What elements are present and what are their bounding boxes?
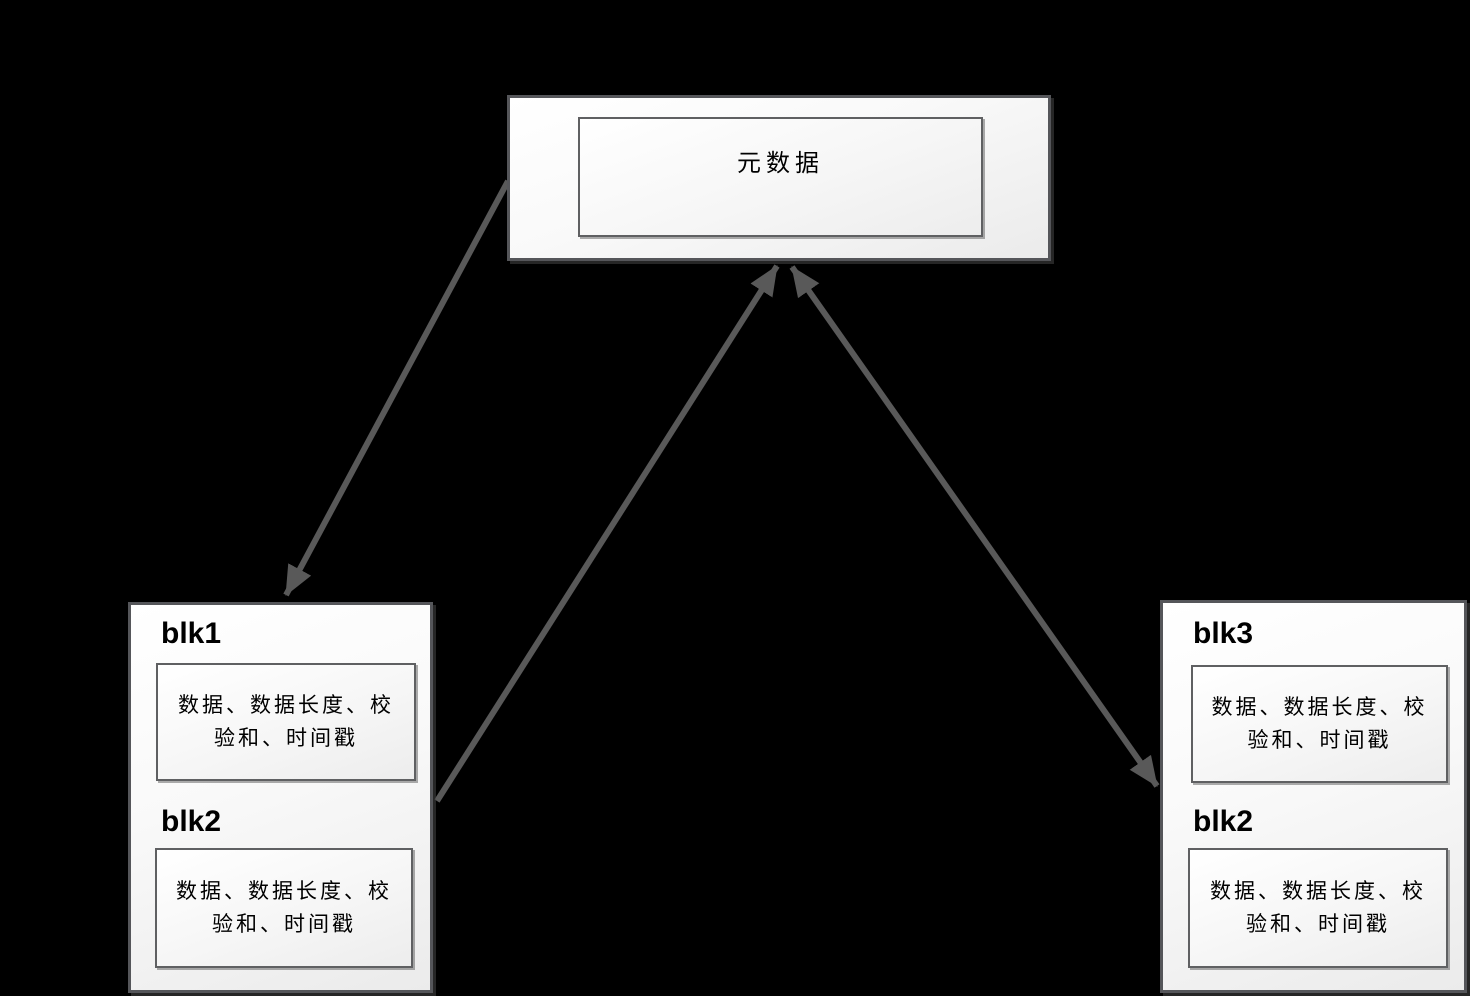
block-content-line: 数据、数据长度、校	[1210, 879, 1426, 903]
block-label-blk2: blk2	[1193, 805, 1254, 838]
arrow-datanode-left-to-metadata	[434, 264, 780, 803]
block-content-line: 验和、时间戳	[1247, 728, 1392, 752]
block-content-blk2: 数据、数据长度、校 验和、时间戳	[155, 848, 413, 968]
datanode-right-box: blk3 数据、数据长度、校 验和、时间戳 blk2 数据、数据长度、校 验和、…	[1160, 600, 1467, 993]
block-content-blk1: 数据、数据长度、校 验和、时间戳	[156, 663, 416, 781]
metadata-inner-box: 元数据	[578, 117, 983, 237]
arrow-metadata-datanode-right-bidirectional	[789, 265, 1160, 788]
block-content-line: 数据、数据长度、校	[1211, 695, 1428, 719]
block-label-blk3: blk3	[1193, 617, 1254, 650]
block-label-blk2: blk2	[161, 805, 222, 838]
block-content-line: 数据、数据长度、校	[178, 693, 394, 717]
block-content-blk3: 数据、数据长度、校 验和、时间戳	[1191, 665, 1448, 783]
block-content-line: 验和、时间戳	[1246, 912, 1390, 936]
arrow-metadata-to-datanode-left	[283, 179, 511, 597]
block-content-line: 数据、数据长度、校	[176, 879, 392, 903]
block-label-blk1: blk1	[161, 617, 222, 650]
datanode-left-box: blk1 数据、数据长度、校 验和、时间戳 blk2 数据、数据长度、校 验和、…	[128, 602, 433, 993]
metadata-label: 元数据	[737, 151, 824, 177]
block-content-line: 验和、时间戳	[214, 726, 358, 750]
metadata-box: 元数据	[507, 95, 1051, 261]
block-content-line: 验和、时间戳	[212, 912, 356, 936]
block-content-blk2: 数据、数据长度、校 验和、时间戳	[1188, 848, 1448, 968]
